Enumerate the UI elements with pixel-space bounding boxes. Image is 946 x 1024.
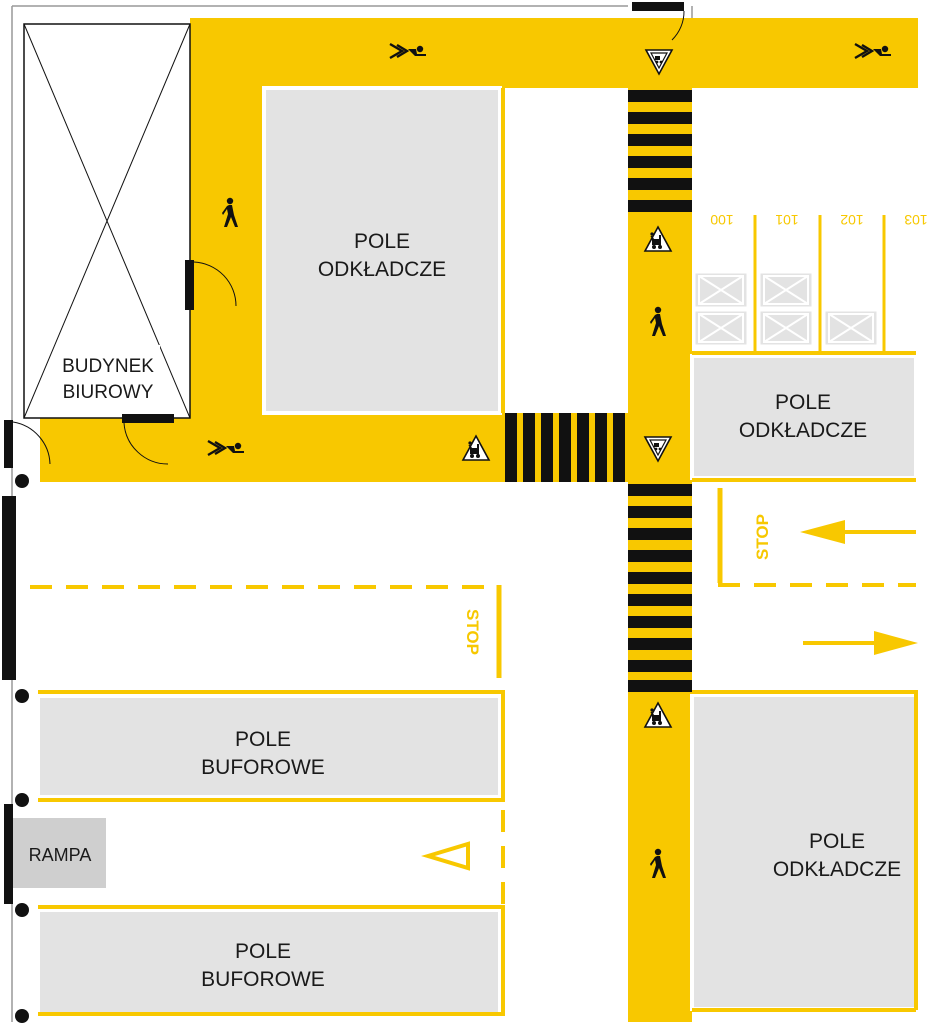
field-areas (10, 86, 918, 1016)
zebra-crossing-horizontal (505, 413, 625, 482)
office-door-right[interactable] (185, 260, 194, 310)
traffic-direction-arrow-icon (800, 520, 916, 544)
pallet-crate-icon (692, 270, 750, 310)
gate-ramp[interactable] (4, 804, 13, 904)
column-5 (15, 1009, 29, 1023)
walkway-left-vertical (190, 18, 264, 482)
storage-outline-right-bottom (692, 690, 918, 1012)
zebra-crossing-top (628, 88, 692, 214)
rack-number-100: 100 (710, 212, 734, 228)
storage-field-label-2-line1: POLE (775, 391, 831, 414)
gate-left-large[interactable] (2, 496, 16, 680)
yield-triangle-icon (421, 841, 470, 871)
building-label-line1: BUDYNEK (62, 356, 154, 377)
office-door-bottom[interactable] (122, 414, 174, 423)
stop-label-left: STOP (463, 609, 482, 655)
stop-lines (496, 488, 723, 678)
dashed-lane-lines (30, 583, 916, 905)
buffer-field-label-2-line1: POLE (235, 940, 291, 963)
pallet-crate-icon (757, 270, 815, 310)
rack-number-102: 102 (840, 212, 864, 228)
pallet-crate-icon (757, 308, 815, 348)
storage-outline-right-middle (692, 351, 916, 482)
column-3 (15, 793, 29, 807)
buffer-field-label-1-line2: BUFOROWE (201, 756, 325, 779)
buffer-outline-upper (38, 690, 505, 802)
column-4 (15, 903, 29, 917)
zebra-crossing-vertical (628, 482, 692, 694)
buffer-field-upper (36, 694, 502, 799)
ramp-label: RAMPA (29, 845, 92, 865)
buffer-field-label-2-line2: BUFOROWE (201, 968, 325, 991)
storage-field-bottom-right (690, 693, 918, 1011)
storage-field-label-3-line1: POLE (809, 830, 865, 853)
storage-field-middle-right (690, 354, 918, 480)
rack-slots: 100 101 102 103 (688, 212, 928, 352)
traffic-direction-arrow-icon (803, 631, 918, 655)
gate-left-small[interactable] (4, 420, 13, 468)
pallet-crate-icon (692, 308, 750, 348)
ramp-area (10, 818, 106, 888)
wall-gates (2, 2, 685, 1023)
walkway-top (190, 18, 916, 88)
walkway-middle-horizontal (40, 413, 628, 482)
rack-number-101: 101 (775, 212, 799, 228)
column-2 (15, 689, 29, 703)
storage-field-label-3-line2: ODKŁADCZE (773, 858, 901, 881)
rack-number-103: 103 (904, 212, 928, 228)
storage-field-label-1-line1: POLE (354, 230, 410, 253)
column-1 (15, 474, 29, 488)
buffer-outline-lower (38, 905, 505, 1016)
gate-top[interactable] (632, 2, 684, 11)
buffer-field-label-1-line1: POLE (235, 728, 291, 751)
building-label-line2: BIUROWY (63, 382, 154, 403)
storage-field-label-2-line2: ODKŁADCZE (739, 419, 867, 442)
office-building: BUDYNEK BIUROWY (23, 23, 237, 465)
pallet-crate-icon (822, 308, 880, 348)
field-yellow-outlines (38, 18, 918, 1016)
storage-field-top-left (262, 86, 502, 415)
storage-field-label-1-line2: ODKŁADCZE (318, 258, 446, 281)
traffic-arrows (421, 520, 918, 871)
stop-label-right: STOP (753, 514, 772, 560)
